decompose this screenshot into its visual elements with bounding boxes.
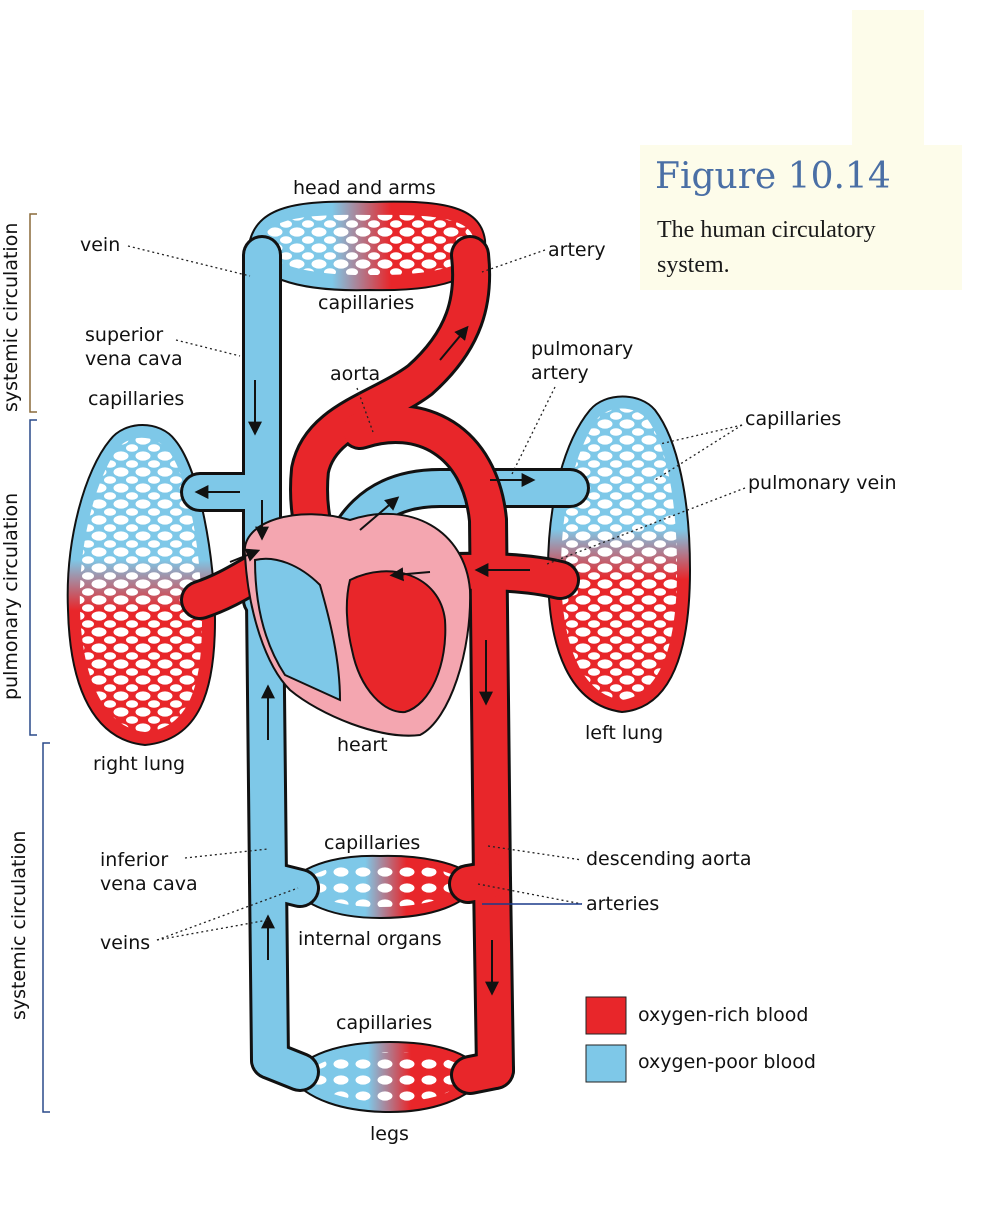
label-pulmonary-artery: artery <box>531 362 589 384</box>
side-label-pulmonary: pulmonary circulation <box>0 493 22 700</box>
labels: head and arms vein artery capillaries su… <box>80 177 897 1145</box>
label-legs: legs <box>370 1123 409 1145</box>
legend-label-oxygen-rich: oxygen-rich blood <box>638 1004 808 1026</box>
figure-caption-line2: system. <box>657 252 730 278</box>
right-lung-capillary-bed <box>66 424 217 747</box>
caption-panel-strip <box>852 10 924 145</box>
label-internal-organs: internal organs <box>298 928 442 950</box>
label-capillaries-organs: capillaries <box>324 832 420 854</box>
legs-capillary-bed <box>288 1040 487 1114</box>
side-brackets <box>29 213 50 1113</box>
left-lung-capillary-bed <box>546 395 692 714</box>
label-capillaries-head: capillaries <box>318 292 414 314</box>
label-vena-cava-superior: vena cava <box>85 348 183 370</box>
label-artery: artery <box>548 239 606 261</box>
label-aorta: aorta <box>330 363 380 385</box>
legend-label-oxygen-poor: oxygen-poor blood <box>638 1051 816 1073</box>
legend: oxygen-rich blood oxygen-poor blood <box>585 996 816 1083</box>
label-capillaries-left-lung: capillaries <box>745 408 841 430</box>
label-pulmonary: pulmonary <box>531 338 633 360</box>
label-arteries: arteries <box>586 893 659 915</box>
label-capillaries-right-lung: capillaries <box>88 388 184 410</box>
leader-lines <box>127 245 746 941</box>
heart <box>243 512 472 737</box>
label-superior: superior <box>85 324 163 346</box>
legend-swatch-oxygen-poor <box>585 1044 627 1083</box>
label-heart: heart <box>337 734 388 756</box>
figure-caption: Figure 10.14 The human circulatory syste… <box>655 156 891 278</box>
label-capillaries-legs: capillaries <box>336 1012 432 1034</box>
legend-swatch-oxygen-rich <box>585 996 627 1035</box>
label-right-lung: right lung <box>93 753 185 775</box>
flow-arrows <box>194 325 536 996</box>
side-label-systemic-bottom: systemic circulation <box>8 831 30 1020</box>
label-veins: veins <box>100 932 150 954</box>
side-label-systemic-top: systemic circulation <box>0 223 22 412</box>
label-vein: vein <box>80 234 120 256</box>
figure-number: Figure 10.14 <box>655 156 891 197</box>
label-vena-cava-inferior: vena cava <box>100 873 198 895</box>
caption-panel <box>640 145 962 290</box>
head-capillary-bed <box>248 200 487 292</box>
label-left-lung: left lung <box>585 722 663 744</box>
label-pulmonary-vein: pulmonary vein <box>748 472 897 494</box>
label-inferior: inferior <box>100 849 168 871</box>
label-head-and-arms: head and arms <box>293 177 436 199</box>
figure-caption-line1: The human circulatory <box>657 217 876 243</box>
label-descending-aorta: descending aorta <box>586 848 751 870</box>
